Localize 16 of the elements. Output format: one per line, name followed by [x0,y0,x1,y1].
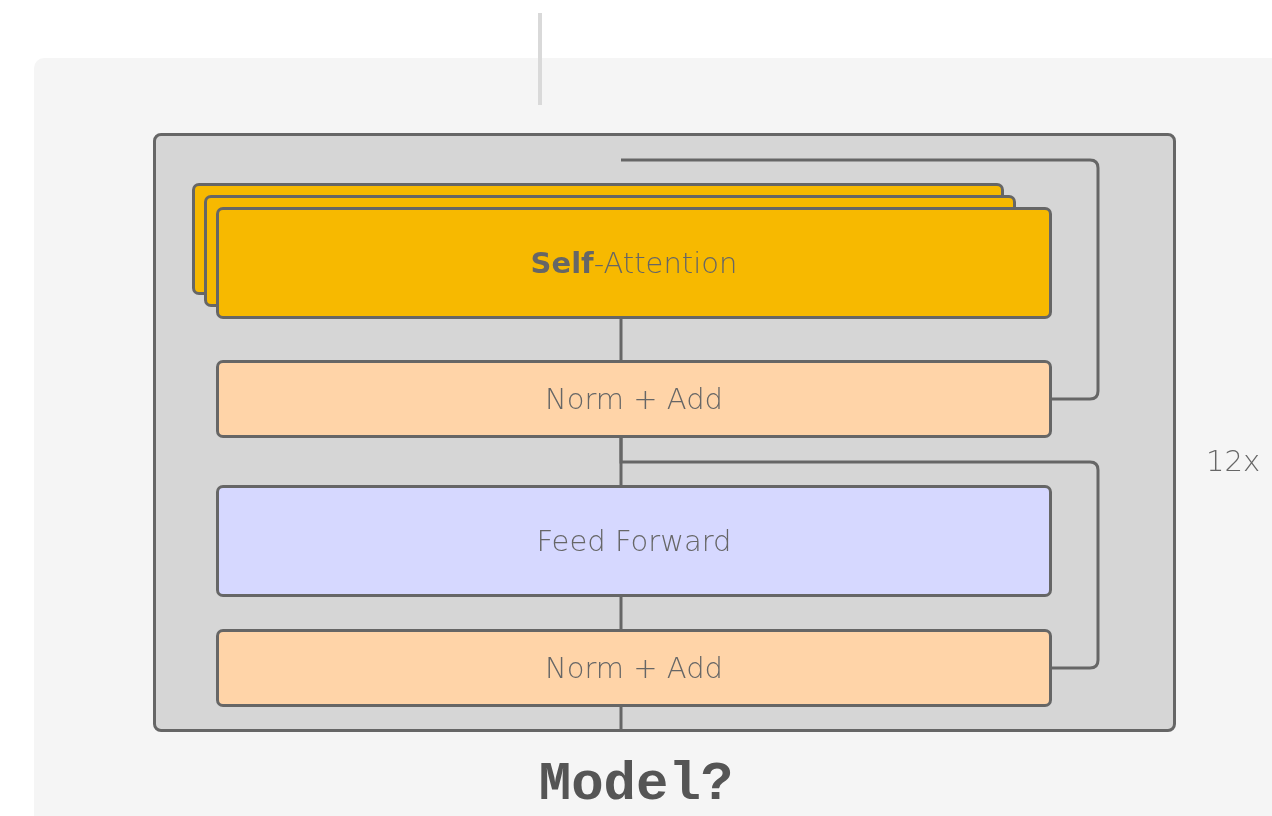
layer-label: Self-Attention [530,246,738,280]
layer-label: Norm + Add [545,651,723,685]
encoder-block [153,133,1176,732]
connector-line [619,707,623,729]
repeat-count: 12x [1206,444,1261,478]
connector-line [619,438,1100,670]
caption-title: Model? [537,756,735,814]
norm-add-layer [216,629,1052,707]
connector-line [619,319,623,360]
connector-line [619,597,623,629]
layer-label: Norm + Add [545,382,723,416]
connector-line [619,158,1100,401]
norm-add-layer [216,360,1052,438]
layer-label: Feed Forward [536,524,732,558]
attention-layer [216,207,1052,319]
feed-forward-layer [216,485,1052,597]
